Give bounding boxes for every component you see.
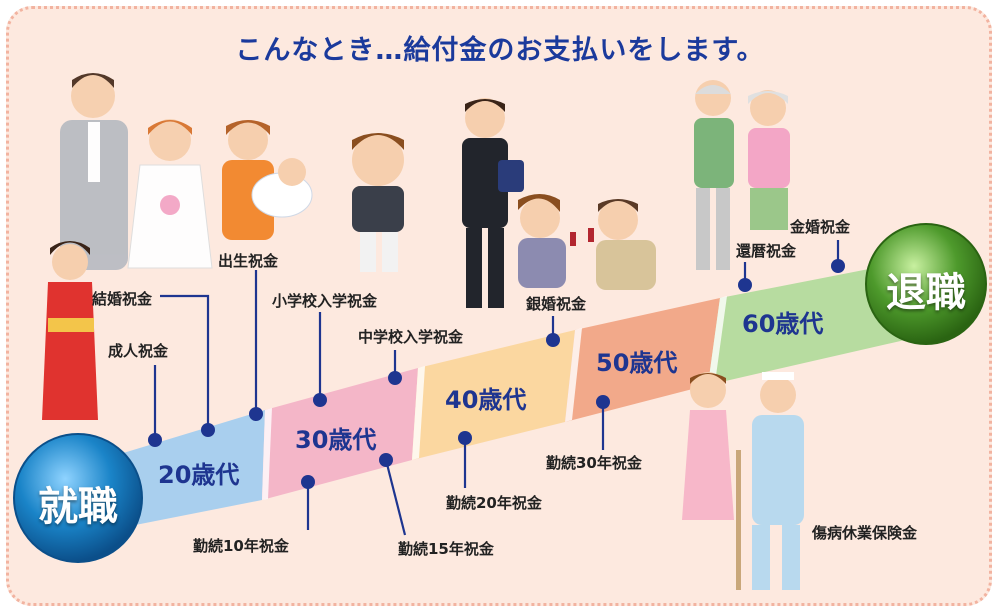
age-60s: 60歳代: [742, 310, 824, 338]
label-shussei: 出生祝金: [218, 252, 279, 270]
band-60s: [708, 262, 905, 385]
student-illustration: [462, 98, 524, 308]
start-circle: [13, 433, 143, 563]
age-30s: 30歳代: [295, 426, 377, 454]
couple-toast-illustration: [518, 194, 656, 290]
marker-kinkon: [831, 259, 845, 273]
label-chugaku: 中学校入学祝金: [358, 328, 464, 346]
label-kinzoku10: 勤続10年祝金: [193, 537, 289, 555]
marker-shogaku: [313, 393, 327, 407]
label-kinzoku15: 勤続15年祝金: [398, 540, 494, 558]
label-shobyo: 傷病休業保険金: [812, 524, 918, 542]
marker-kanreki: [738, 278, 752, 292]
label-seijin: 成人祝金: [108, 342, 169, 360]
elderly-couple-illustration: [694, 80, 790, 270]
schoolboy-illustration: [352, 133, 404, 272]
marker-kinzoku30: [596, 395, 610, 409]
label-kinkon: 金婚祝金: [790, 218, 851, 236]
band-50s: [565, 298, 720, 422]
start-label: 就職: [38, 484, 118, 530]
marker-seijin: [148, 433, 162, 447]
mother-baby-illustration: [222, 120, 313, 240]
nurse-patient-illustration: [682, 372, 804, 590]
age-20s: 20歳代: [158, 461, 240, 489]
marker-kinzoku10: [301, 475, 315, 489]
end-label: 退職: [886, 270, 966, 316]
marker-kinzoku15: [379, 453, 393, 467]
label-kekkon: 結婚祝金: [92, 290, 153, 308]
label-kinzoku30: 勤続30年祝金: [546, 454, 642, 472]
page-title: こんなとき…給付金のお支払いをします。: [235, 35, 765, 66]
marker-chugaku: [388, 371, 402, 385]
bride-illustration: [127, 119, 213, 269]
marker-kinzoku20: [458, 431, 472, 445]
groom-illustration: [60, 73, 128, 270]
band-30s: [262, 368, 418, 500]
label-shogaku: 小学校入学祝金: [272, 292, 378, 310]
kimono-girl-illustration: [42, 241, 98, 420]
marker-ginkon: [546, 333, 560, 347]
end-circle: [865, 223, 987, 345]
age-50s: 50歳代: [596, 349, 678, 377]
label-kinzoku20: 勤続20年祝金: [446, 494, 542, 512]
label-kanreki: 還暦祝金: [736, 242, 797, 260]
label-ginkon: 銀婚祝金: [526, 295, 587, 313]
age-40s: 40歳代: [445, 386, 527, 414]
band-40s: [412, 330, 575, 460]
marker-kekkon: [201, 423, 215, 437]
marker-shussei: [249, 407, 263, 421]
